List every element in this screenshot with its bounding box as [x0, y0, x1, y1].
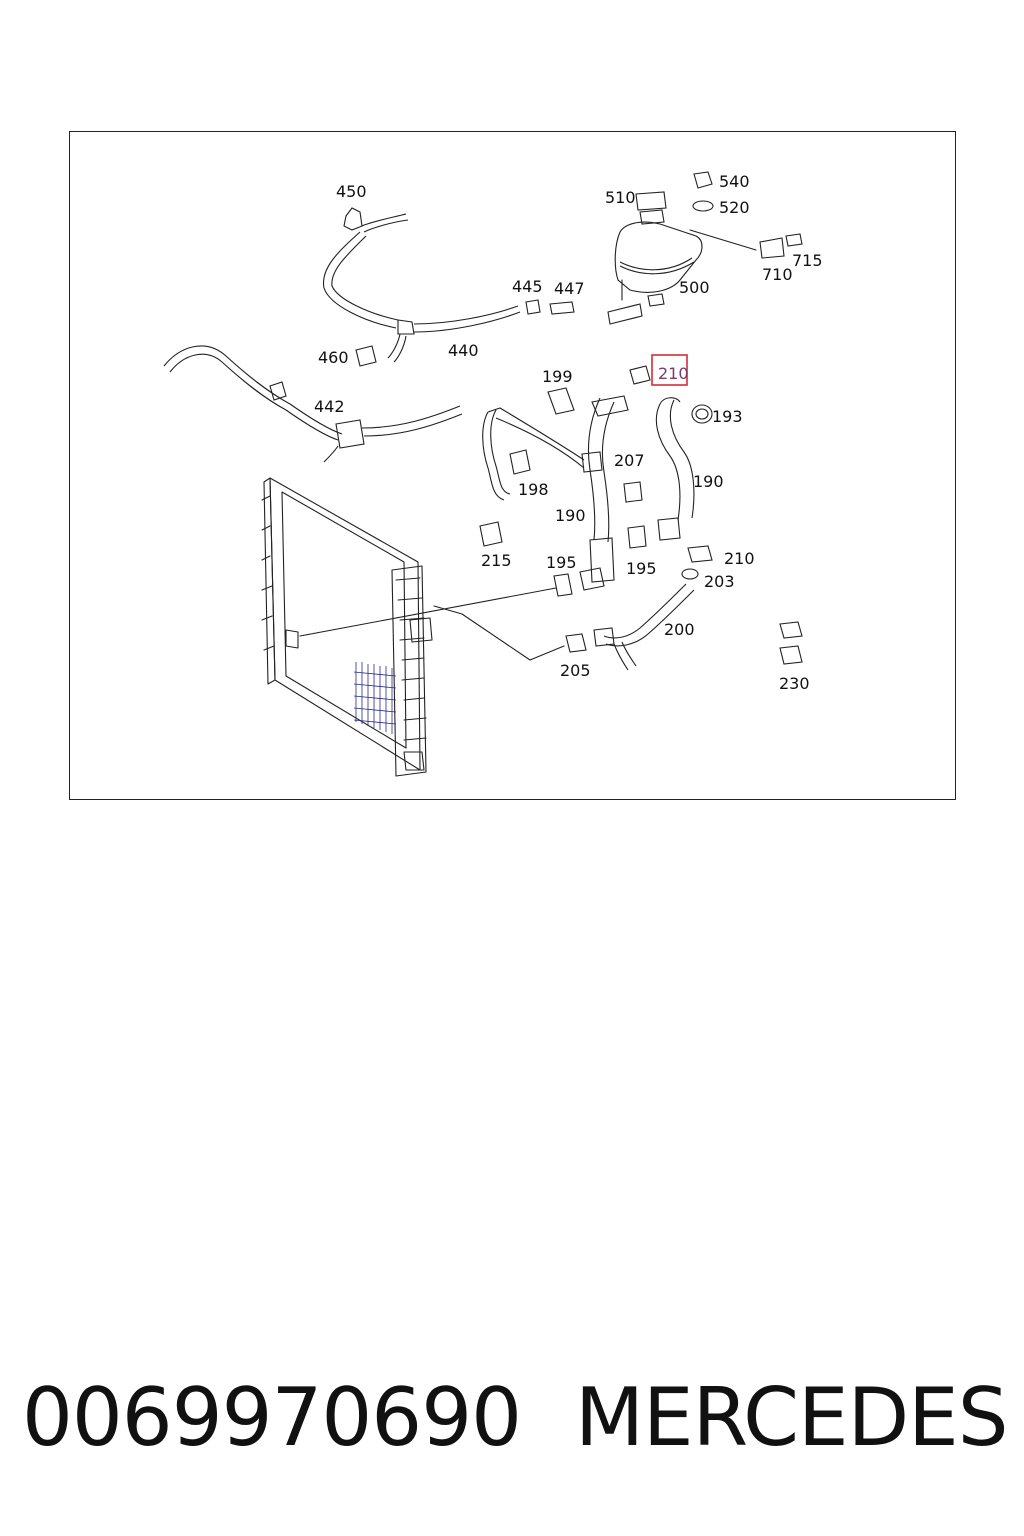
part-number: 0069970690	[22, 1371, 522, 1464]
label-193: 193	[712, 407, 743, 426]
label-445: 445	[512, 277, 543, 296]
label-199: 199	[542, 367, 573, 386]
hose-190-right	[629, 365, 713, 563]
label-200: 200	[664, 620, 695, 639]
label-205: 205	[560, 661, 591, 680]
label-715: 715	[792, 251, 823, 270]
hose-190-assembly	[479, 387, 647, 597]
expansion-tank	[607, 171, 803, 325]
label-442: 442	[314, 397, 345, 416]
hose-200	[565, 568, 699, 671]
label-540: 540	[719, 172, 750, 191]
label-710: 710	[762, 265, 793, 284]
label-207: 207	[614, 451, 645, 470]
label-210-highlighted: 210	[658, 364, 689, 383]
label-203: 203	[704, 572, 735, 591]
label-198: 198	[518, 480, 549, 499]
hose-440-assembly	[322, 207, 575, 367]
label-447: 447	[554, 279, 585, 298]
label-460: 460	[318, 348, 349, 367]
diagram-frame	[69, 131, 956, 800]
label-510: 510	[605, 188, 636, 207]
label-440: 440	[448, 341, 479, 360]
label-450: 450	[336, 182, 367, 201]
label-210-right: 210	[724, 549, 755, 568]
brand-name: MERCEDES	[575, 1371, 1009, 1464]
highlight-box	[651, 354, 688, 386]
radiator	[261, 477, 565, 777]
label-500: 500	[679, 278, 710, 297]
part-labels: 450 510 540 520 715 710 500 445 447 460 …	[314, 172, 823, 693]
label-190-right: 190	[693, 472, 724, 491]
hose-442	[163, 345, 463, 463]
label-520: 520	[719, 198, 750, 217]
clip-230	[779, 621, 803, 665]
label-230: 230	[779, 674, 810, 693]
label-215: 215	[481, 551, 512, 570]
label-190-left: 190	[555, 506, 586, 525]
label-195-right: 195	[626, 559, 657, 578]
label-195-left: 195	[546, 553, 577, 572]
